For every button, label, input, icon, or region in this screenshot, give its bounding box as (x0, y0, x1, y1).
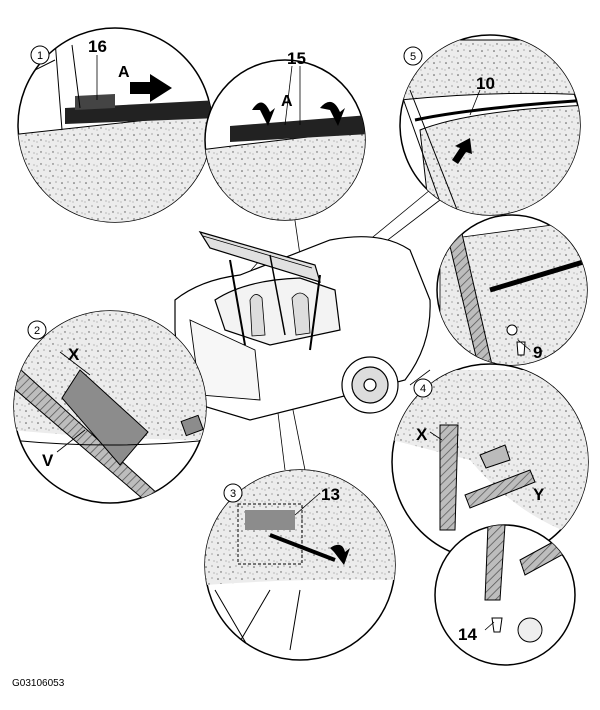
detail-number-4: 4 (420, 383, 426, 395)
detail-number-2: 2 (34, 325, 40, 337)
detail-markers: 1 5 2 3 4 (27, 45, 433, 503)
detail-14 (434, 524, 576, 666)
callout-v: V (42, 451, 54, 470)
callout-14: 14 (458, 625, 477, 644)
callout-x-detail4: X (416, 425, 428, 444)
callout-y: Y (533, 485, 545, 504)
callout-10: 10 (476, 74, 495, 93)
callout-a-detail15: A (281, 93, 293, 110)
detail-2 (13, 310, 207, 504)
rotate-arrow-icon (320, 101, 345, 126)
bolt-icon (516, 341, 526, 356)
callout-labels: 16 A 15 A 10 9 X V 13 X Y 14 (42, 37, 545, 644)
callout-9: 9 (533, 343, 542, 362)
callout-15: 15 (287, 49, 306, 68)
callout-a-detail1: A (118, 64, 130, 81)
detail-3 (204, 469, 396, 661)
arrow-up-icon (452, 138, 472, 164)
car-illustration (174, 230, 431, 421)
detail-number-3: 3 (230, 488, 236, 500)
callout-x-detail2: X (68, 345, 80, 364)
callout-leaders (56, 55, 531, 631)
detail-1 (17, 27, 213, 223)
detail-4 (391, 363, 589, 561)
rotate-arrow-icon (252, 102, 275, 126)
detail-number-1: 1 (37, 50, 43, 62)
arrow-right-icon (130, 74, 172, 102)
detail-15 (204, 59, 366, 221)
callout-13: 13 (321, 485, 340, 504)
arrow-curved-icon (330, 544, 350, 565)
detail-5 (399, 34, 581, 216)
screw-icon (491, 617, 503, 633)
detail-9 (436, 214, 588, 366)
detail-number-5: 5 (410, 51, 416, 63)
figure-code: G03106053 (12, 678, 65, 689)
callout-16: 16 (88, 37, 107, 56)
